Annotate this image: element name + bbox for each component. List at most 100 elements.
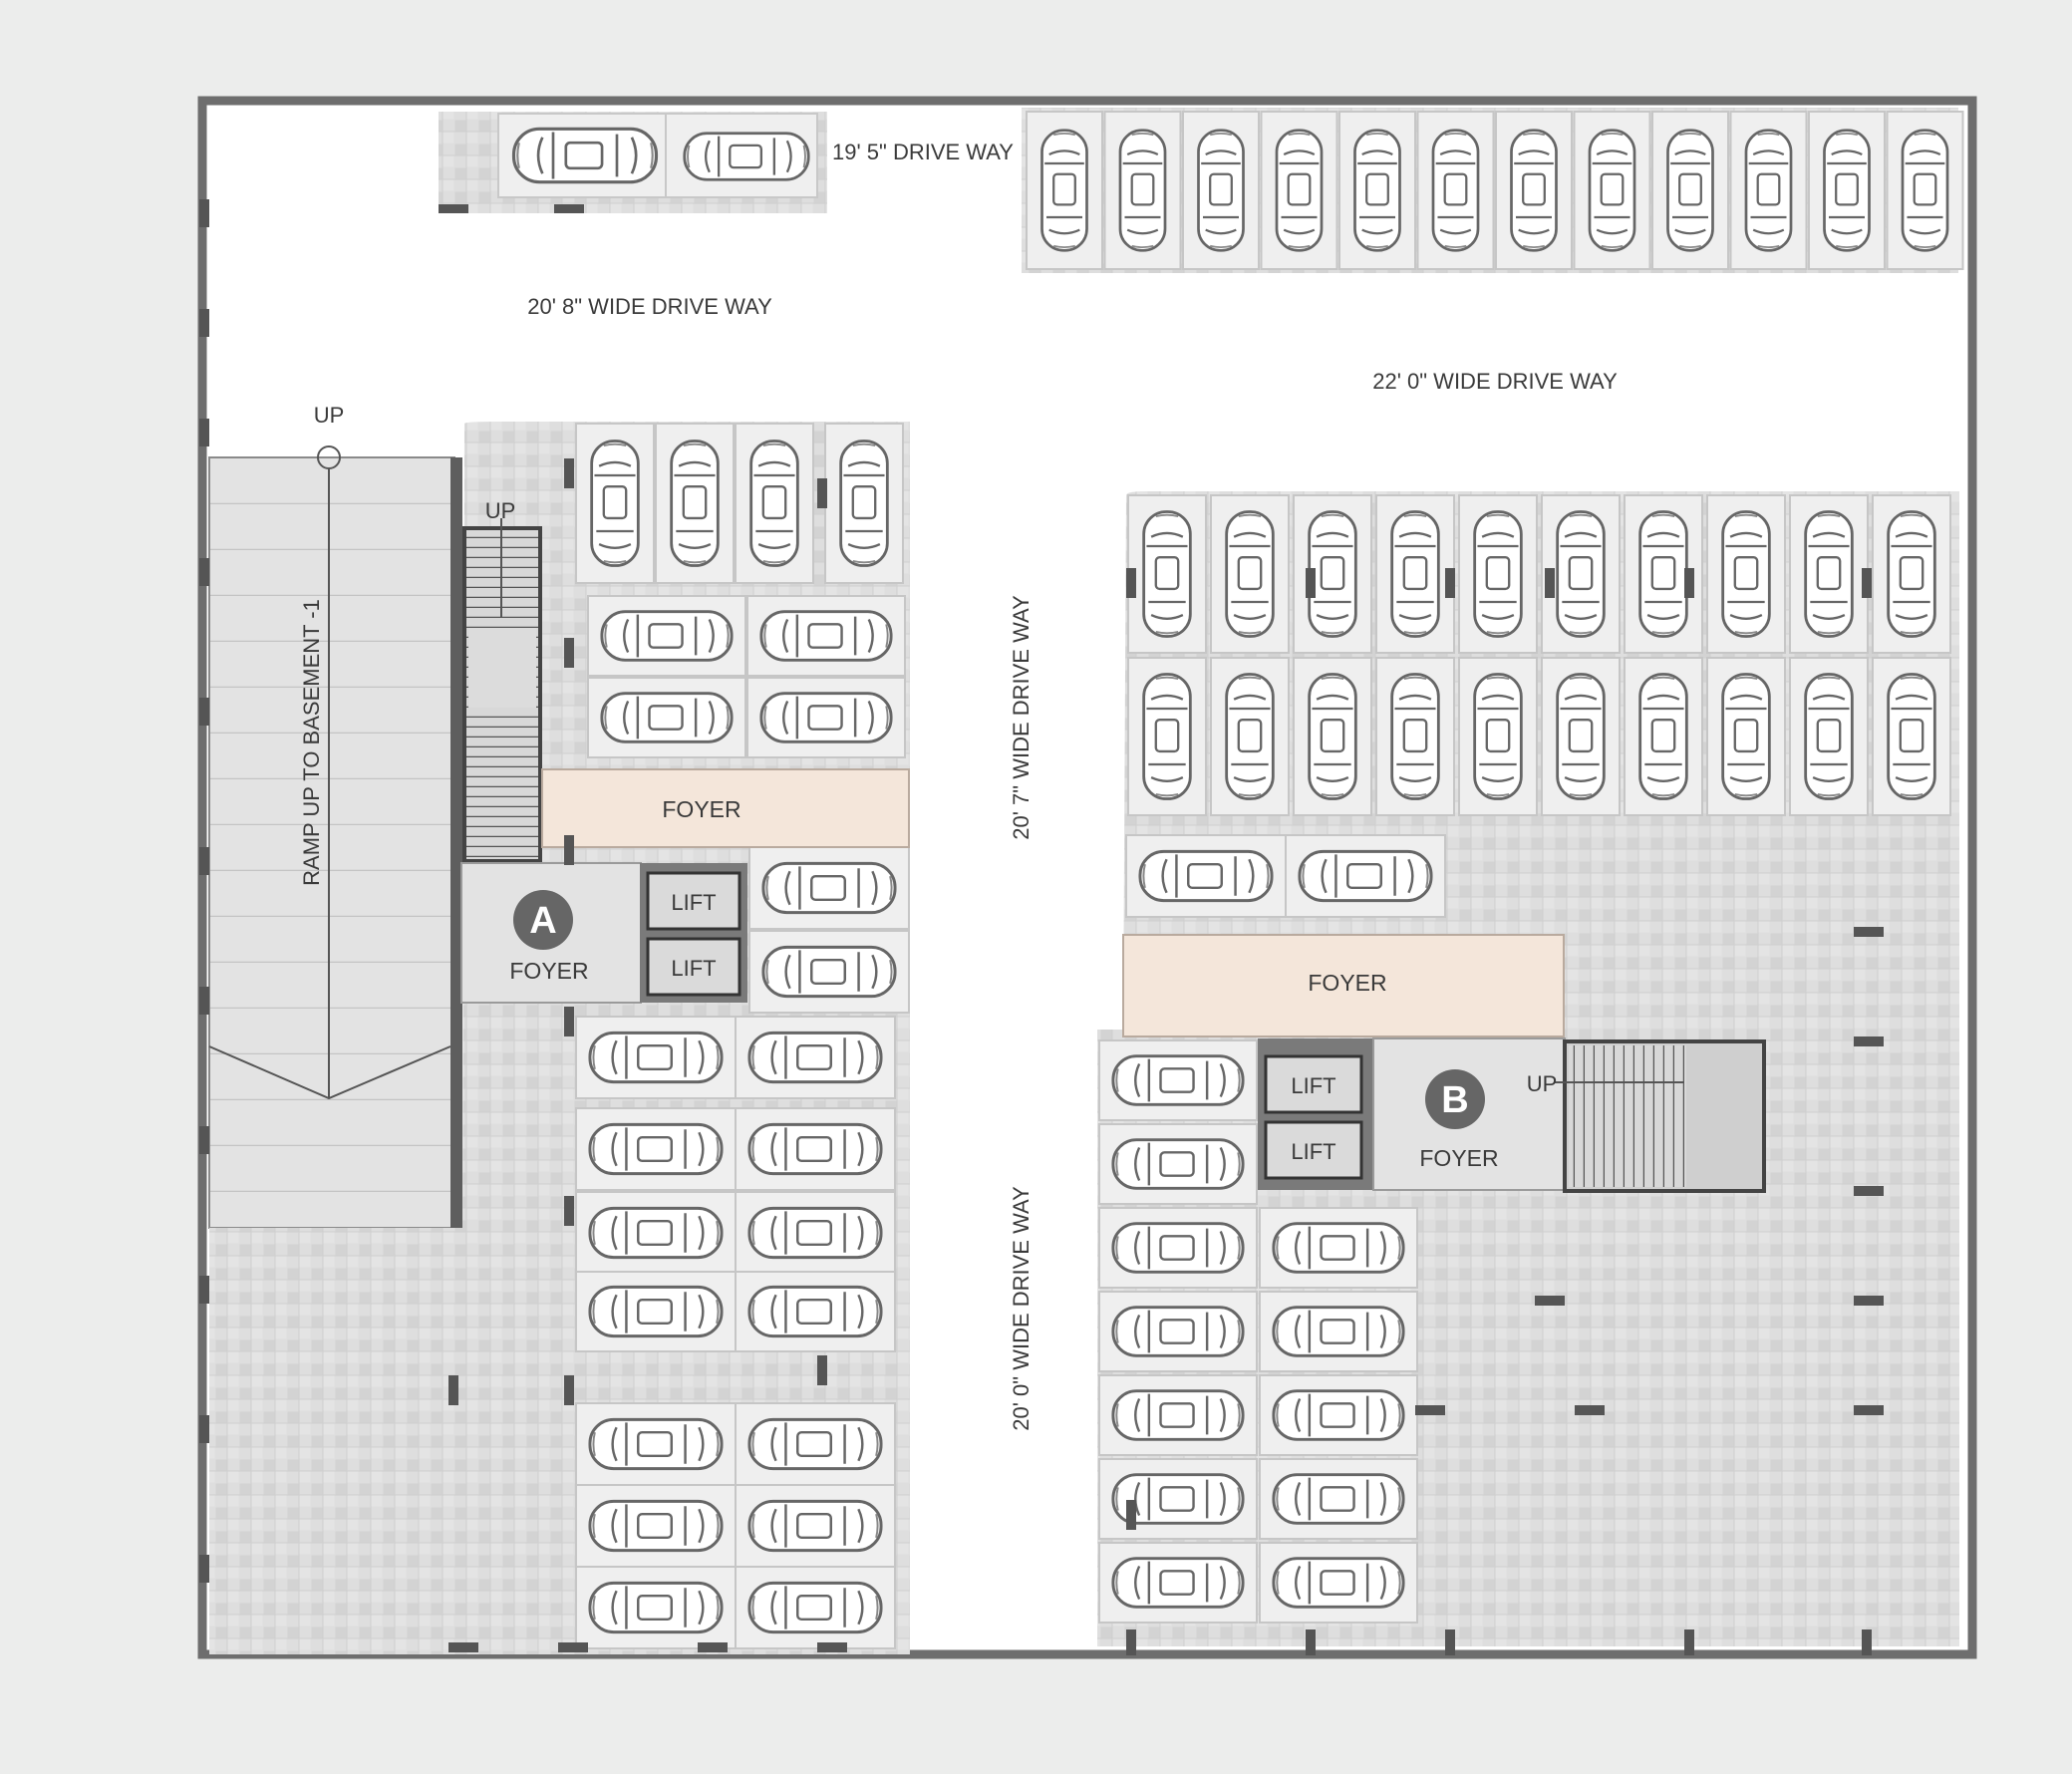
parking-stall <box>575 1107 737 1191</box>
ramp-to-basement <box>208 445 462 1229</box>
car-icon <box>1118 129 1167 252</box>
lift-label: LIFT <box>1291 1073 1335 1098</box>
car-icon <box>588 1499 724 1553</box>
car-icon <box>588 1031 724 1084</box>
car-icon <box>588 1285 724 1338</box>
car-icon <box>600 692 734 743</box>
parking-stall <box>1495 111 1573 270</box>
parking-stall <box>1259 1542 1418 1624</box>
parking-stall <box>735 1271 896 1352</box>
lift-label: LIFT <box>1291 1139 1335 1164</box>
car-icon <box>1225 509 1275 639</box>
foyer-b-main <box>1122 934 1565 1037</box>
parking-stall <box>1872 657 1951 816</box>
drive-label-mid-upper: 20' 7" WIDE DRIVE WAY <box>1009 595 1034 840</box>
car-icon <box>590 439 640 568</box>
car-icon <box>761 945 897 999</box>
parking-stall <box>1127 494 1207 654</box>
car-icon <box>747 1031 883 1084</box>
car-icon <box>670 439 720 568</box>
parking-stall <box>1458 657 1538 816</box>
car-icon <box>1111 1054 1245 1106</box>
parking-stall <box>1026 111 1103 270</box>
parking-stall <box>1098 1123 1258 1205</box>
car-icon <box>1040 129 1088 252</box>
parking-stall <box>735 1566 896 1649</box>
car-icon <box>511 127 659 184</box>
parking-stall <box>746 595 906 677</box>
ramp-up-label: UP <box>314 403 345 428</box>
parking-stall <box>1729 111 1808 270</box>
parking-stall <box>1573 111 1651 270</box>
parking-stall <box>1125 834 1287 918</box>
car-icon <box>1666 129 1714 252</box>
foyer-a-core-label: FOYER <box>509 958 588 984</box>
parking-stall <box>1098 1207 1258 1289</box>
foyer-a-main-label: FOYER <box>662 796 740 822</box>
parking-stall <box>1375 657 1455 816</box>
car-icon <box>1272 1557 1405 1609</box>
parking-stall <box>1789 494 1869 654</box>
car-icon <box>1887 509 1936 639</box>
parking-stall <box>655 423 735 584</box>
parking-stall <box>1260 111 1338 270</box>
car-icon <box>759 610 893 662</box>
parking-stall <box>735 1402 896 1486</box>
parking-stall <box>1808 111 1886 270</box>
car-icon <box>1272 1306 1405 1357</box>
car-icon <box>1744 129 1793 252</box>
car-icon <box>1804 509 1854 639</box>
car-icon <box>1721 509 1771 639</box>
parking-stall <box>1182 111 1260 270</box>
west-parking-block <box>209 422 910 1654</box>
parking-stall <box>824 423 904 584</box>
car-icon <box>1473 672 1523 801</box>
parking-stall <box>735 1484 896 1568</box>
parking-stall <box>1098 1458 1258 1540</box>
parking-stall <box>735 1191 896 1275</box>
car-icon <box>839 439 889 568</box>
parking-stall <box>1458 494 1538 654</box>
car-icon <box>1308 509 1357 639</box>
car-icon <box>1138 849 1274 903</box>
parking-stall <box>748 846 910 930</box>
parking-stall <box>1127 657 1207 816</box>
car-icon <box>588 1206 724 1260</box>
car-icon <box>1275 129 1324 252</box>
parking-stall <box>575 1191 737 1275</box>
lift-label: LIFT <box>671 890 716 915</box>
car-icon <box>747 1417 883 1471</box>
drive-label-mid-lower: 20' 0" WIDE DRIVE WAY <box>1009 1186 1034 1431</box>
car-icon <box>1142 672 1192 801</box>
stair-b-up-label: UP <box>1527 1071 1558 1096</box>
foyer-a-main <box>541 768 910 848</box>
parking-stall <box>1651 111 1729 270</box>
car-icon <box>1887 672 1936 801</box>
north-left-parking <box>439 112 827 213</box>
car-icon <box>1721 672 1771 801</box>
parking-stall <box>587 677 746 758</box>
parking-stall <box>575 1484 737 1568</box>
parking-stall <box>735 423 814 584</box>
car-icon <box>1272 1473 1405 1525</box>
car-icon <box>761 861 897 915</box>
parking-stall <box>1259 1291 1418 1372</box>
car-icon <box>1308 672 1357 801</box>
car-icon <box>1638 672 1688 801</box>
drive-label-right: 22' 0" WIDE DRIVE WAY <box>1372 369 1618 394</box>
parking-stall <box>1098 1291 1258 1372</box>
parking-stall <box>575 423 655 584</box>
parking-stall <box>1338 111 1416 270</box>
car-icon <box>759 692 893 743</box>
parking-stall <box>1872 494 1951 654</box>
drive-label-upper: 20' 8" WIDE DRIVE WAY <box>527 294 772 319</box>
car-icon <box>588 1417 724 1471</box>
parking-stall <box>1259 1374 1418 1456</box>
car-icon <box>1111 1138 1245 1190</box>
core-a-marker: A <box>529 900 556 942</box>
drive-label-top-gap: 19' 5" DRIVE WAY <box>832 140 1014 164</box>
car-icon <box>1556 509 1606 639</box>
car-icon <box>683 132 810 181</box>
car-icon <box>747 1499 883 1553</box>
